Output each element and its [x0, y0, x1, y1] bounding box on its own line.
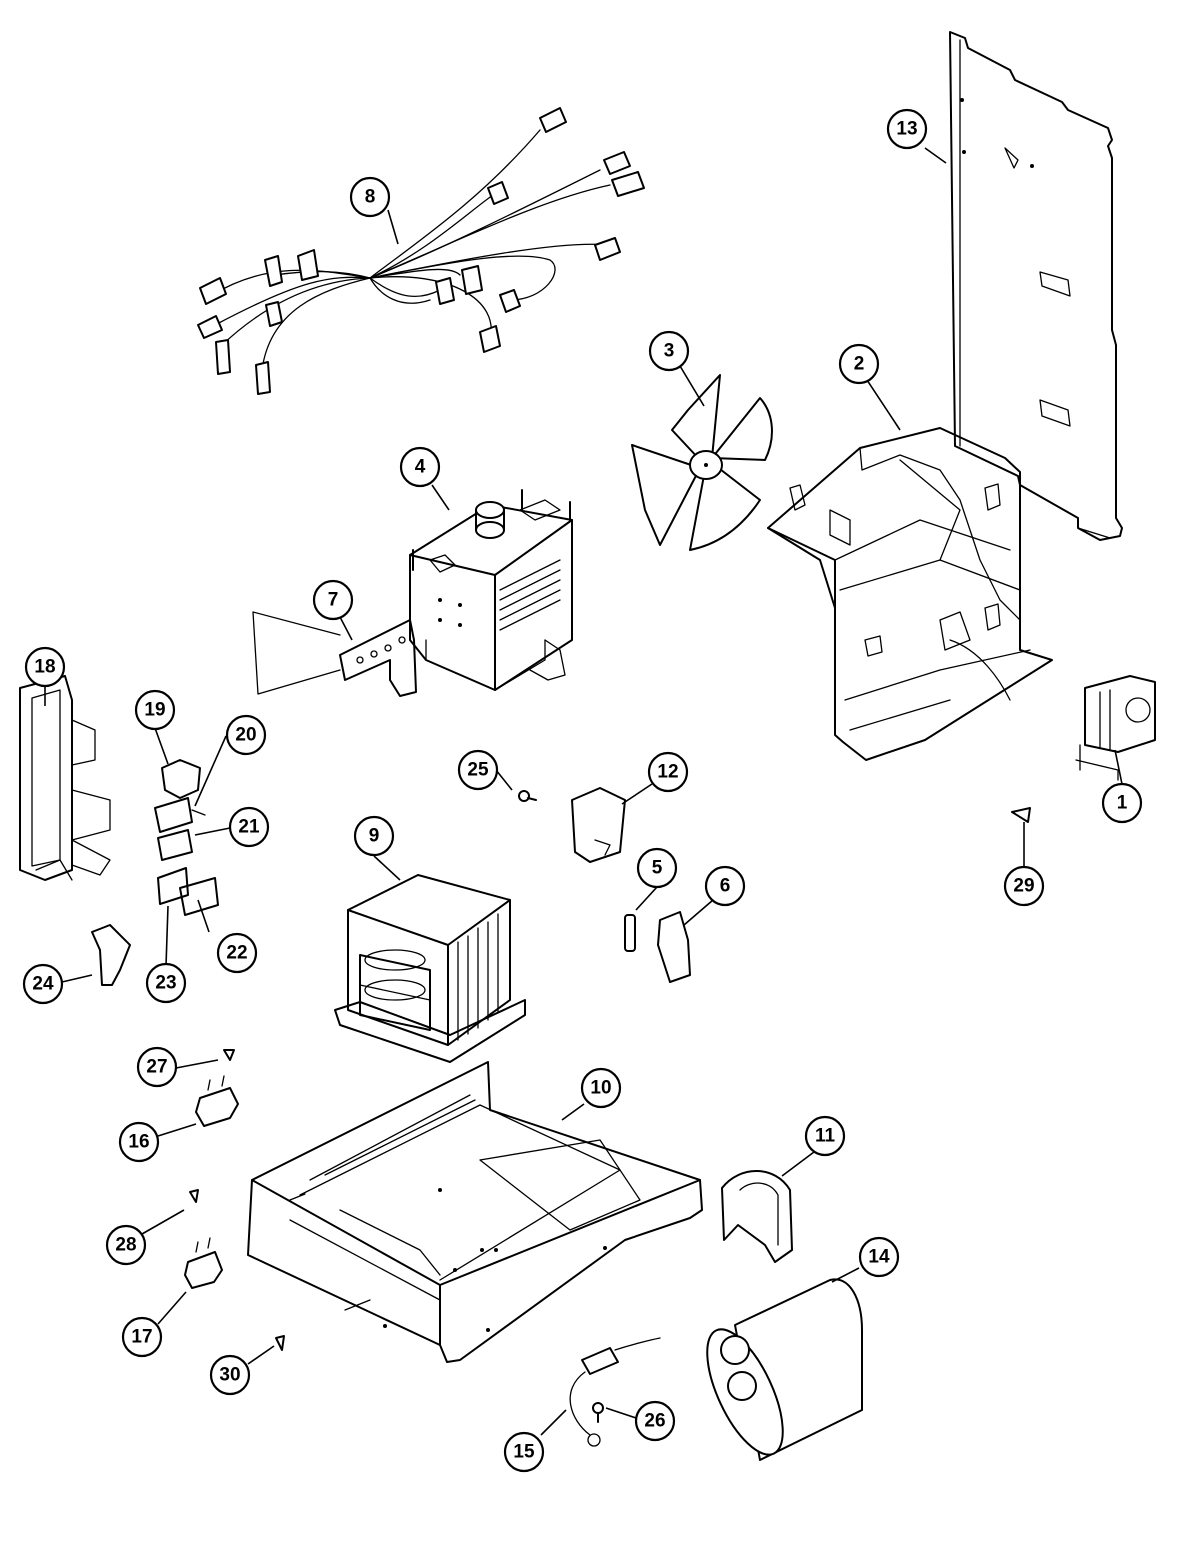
- part-27-screw: [223, 1049, 235, 1061]
- part-6-fuse-holder: [657, 911, 691, 983]
- part-1-fan-motor: [1075, 675, 1156, 781]
- callout-19-label: 19: [144, 700, 165, 721]
- callout-27-label: 27: [146, 1057, 167, 1078]
- callout-14-label: 14: [868, 1247, 890, 1268]
- callout-2-label: 2: [854, 354, 865, 375]
- callout-24-label: 24: [32, 974, 54, 995]
- part-7-magnetron-bracket: [252, 611, 417, 697]
- part-3-fan-blade: [631, 374, 773, 551]
- part-8-wire-harness: [197, 107, 645, 395]
- callout-26-label: 26: [644, 1411, 665, 1432]
- part-12-noise-filter: [571, 787, 626, 863]
- leader-lines: [44, 147, 1123, 1436]
- callout-20: 20: [225, 714, 267, 756]
- callout-26: 26: [634, 1400, 676, 1442]
- callout-29-label: 29: [1013, 876, 1034, 897]
- callout-27: 27: [136, 1046, 178, 1088]
- part-29-screw: [1011, 807, 1031, 823]
- part-30-screw: [275, 1335, 285, 1351]
- callout-7: 7: [312, 579, 354, 621]
- callout-4: 4: [399, 446, 441, 488]
- callout-13-label: 13: [896, 119, 917, 140]
- callout-24: 24: [22, 963, 64, 1005]
- callout-12-label: 12: [657, 762, 678, 783]
- part-15-diode: [569, 1337, 661, 1447]
- callout-21-label: 21: [238, 817, 260, 838]
- part-28-screw: [189, 1189, 199, 1203]
- callout-5: 5: [636, 847, 678, 889]
- part-10-base-plate: [247, 1061, 703, 1363]
- callout-13: 13: [886, 108, 928, 150]
- part-4-magnetron: [409, 489, 573, 691]
- part-2-air-guide-bracket: [767, 427, 1053, 761]
- callout-5-label: 5: [652, 858, 663, 879]
- part-17-thermostat: [184, 1237, 223, 1289]
- callout-8: 8: [349, 176, 391, 218]
- callout-8-label: 8: [365, 187, 376, 208]
- callout-16: 16: [118, 1121, 160, 1163]
- callout-16-label: 16: [128, 1132, 149, 1153]
- part-25-screw: [518, 790, 537, 802]
- callout-6: 6: [704, 865, 746, 907]
- callout-12: 12: [647, 751, 689, 793]
- part-5-fuse: [624, 914, 636, 952]
- callout-15-label: 15: [513, 1442, 535, 1463]
- callout-14: 14: [858, 1236, 900, 1278]
- callout-11: 11: [804, 1115, 846, 1157]
- part-26-screw: [592, 1402, 604, 1423]
- callout-30: 30: [209, 1354, 251, 1396]
- part-11-capacitor-clamp: [721, 1170, 793, 1263]
- callout-22-label: 22: [226, 943, 247, 964]
- callout-18: 18: [24, 646, 66, 688]
- callout-1-label: 1: [1117, 793, 1128, 814]
- callout-7-label: 7: [328, 590, 339, 611]
- part-14-capacitor: [706, 1278, 863, 1461]
- callout-17: 17: [121, 1316, 163, 1358]
- callout-23-label: 23: [155, 973, 176, 994]
- callout-15: 15: [503, 1431, 545, 1473]
- part-13-back-panel: [949, 31, 1123, 541]
- callout-10: 10: [580, 1067, 622, 1109]
- callout-3-label: 3: [664, 341, 675, 362]
- callout-4-label: 4: [415, 457, 426, 478]
- callout-3: 3: [648, 330, 690, 372]
- callout-18-label: 18: [34, 657, 55, 678]
- callout-29: 29: [1003, 865, 1045, 907]
- callout-28-label: 28: [115, 1235, 136, 1256]
- callout-28: 28: [105, 1224, 147, 1266]
- callout-1: 1: [1101, 782, 1143, 824]
- part-22-switch: [179, 877, 219, 916]
- callout-17-label: 17: [131, 1327, 152, 1348]
- callout-19: 19: [134, 689, 176, 731]
- part-20-switch: [154, 797, 206, 833]
- callout-2: 2: [838, 343, 880, 385]
- callout-25: 25: [457, 749, 499, 791]
- part-21-switch: [157, 829, 193, 861]
- callout-9-label: 9: [369, 826, 380, 847]
- callout-22: 22: [216, 932, 258, 974]
- part-18-switch-holder: [19, 675, 111, 881]
- callout-30-label: 30: [219, 1365, 240, 1386]
- part-19-switch: [161, 759, 201, 799]
- callout-25-label: 25: [467, 760, 489, 781]
- callout-21: 21: [228, 806, 270, 848]
- part-23-switch: [157, 867, 189, 905]
- callout-6-label: 6: [720, 876, 731, 897]
- part-9-transformer: [334, 874, 526, 1063]
- callout-11-label: 11: [815, 1126, 836, 1147]
- part-16-thermostat: [195, 1075, 239, 1127]
- callout-23: 23: [145, 962, 187, 1004]
- callout-10-label: 10: [590, 1078, 611, 1099]
- callout-9: 9: [353, 815, 395, 857]
- callout-20-label: 20: [235, 725, 256, 746]
- part-24-latch: [91, 924, 131, 986]
